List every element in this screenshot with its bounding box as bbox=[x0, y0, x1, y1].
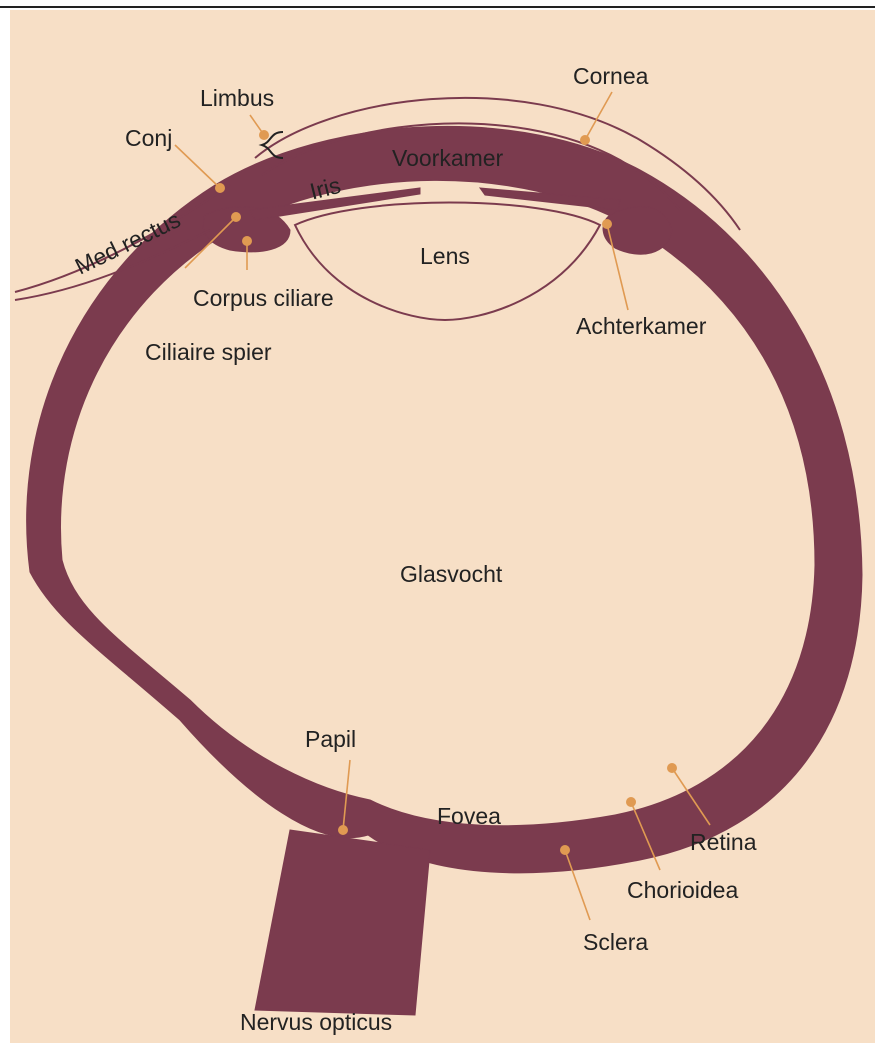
label-chorioidea: Chorioidea bbox=[627, 877, 738, 903]
label-lens: Lens bbox=[420, 243, 470, 269]
label-retina: Retina bbox=[690, 829, 757, 855]
label-voorkamer: Voorkamer bbox=[392, 145, 504, 171]
label-nervus-opticus: Nervus opticus bbox=[240, 1009, 392, 1035]
label-glasvocht: Glasvocht bbox=[400, 561, 503, 587]
label-cornea: Cornea bbox=[573, 63, 649, 89]
label-corpus-ciliare: Corpus ciliare bbox=[193, 285, 334, 311]
label-papil: Papil bbox=[305, 726, 356, 752]
label-sclera: Sclera bbox=[583, 929, 648, 955]
label-conj: Conj bbox=[125, 125, 172, 151]
label-achterkamer: Achterkamer bbox=[576, 313, 707, 339]
label-ciliaire-spier: Ciliaire spier bbox=[145, 339, 272, 365]
label-limbus: Limbus bbox=[200, 85, 274, 111]
label-fovea: Fovea bbox=[437, 803, 501, 829]
